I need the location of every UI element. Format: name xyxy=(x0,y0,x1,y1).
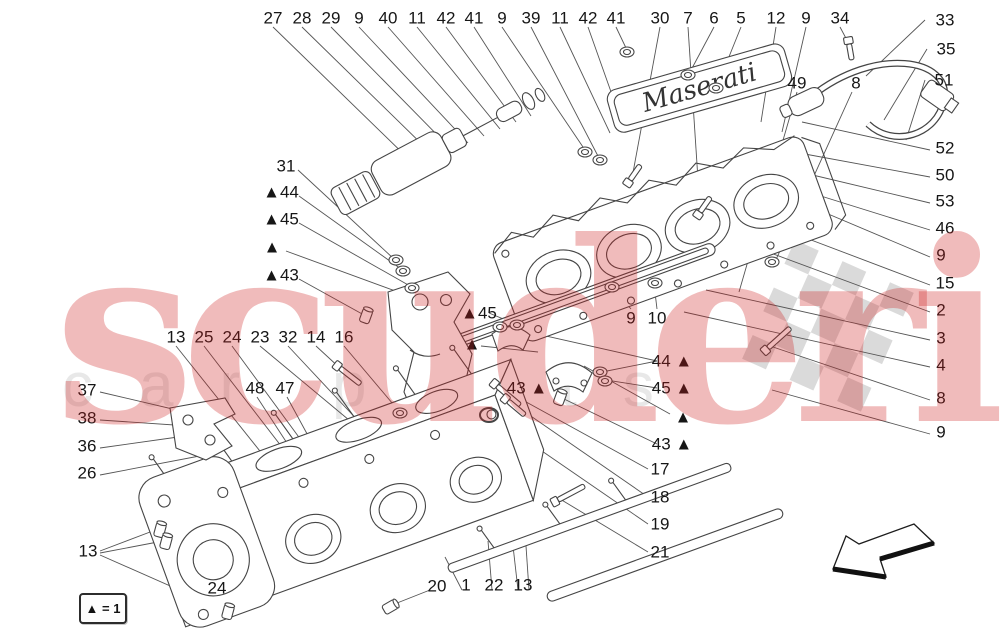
part-callout-51-18: 18 xyxy=(650,487,670,507)
part-callout-14-7: 7 xyxy=(683,8,693,28)
part-callout-42-: ▲ xyxy=(463,334,481,354)
part-callout-19-34: 34 xyxy=(830,8,850,28)
part-callout-24-50: 50 xyxy=(935,165,955,185)
part-callout-58-32: 32 xyxy=(278,327,298,347)
part-callout-48-: ▲ xyxy=(674,407,692,427)
part-callout-23-52: 52 xyxy=(935,138,955,158)
part-callout-26-46: 46 xyxy=(935,218,955,238)
part-callout-59-14: 14 xyxy=(306,327,326,347)
lower-gasket-drawing xyxy=(546,508,784,602)
part-callout-40-43: ▲43 xyxy=(263,265,299,285)
part-callout-27-9: 9 xyxy=(936,245,946,265)
part-callout-25-53: 53 xyxy=(935,191,955,211)
part-callout-68-24: 24 xyxy=(207,578,227,598)
part-callout-71-22: 22 xyxy=(484,575,504,595)
part-callout-10-11: 11 xyxy=(551,8,569,28)
checkered-flag-icon xyxy=(742,239,914,412)
part-callout-45-10: 10 xyxy=(647,308,667,328)
part-callout-12-41: 41 xyxy=(606,8,626,28)
part-callout-30-3: 3 xyxy=(936,328,946,348)
part-callout-41-45: ▲45 xyxy=(461,303,497,323)
part-callout-55-25: 25 xyxy=(194,327,214,347)
part-callout-67-13: 13 xyxy=(78,541,98,561)
part-callout-70-1: 1 xyxy=(461,575,471,595)
part-callout-21-35: 35 xyxy=(936,39,956,59)
part-callout-72-13: 13 xyxy=(513,575,533,595)
legend-box: ▲ = 1 xyxy=(79,593,127,624)
part-callout-18-9: 9 xyxy=(801,8,811,28)
part-callout-8-9: 9 xyxy=(497,8,507,28)
part-callout-36-31: 31 xyxy=(276,156,296,176)
direction-arrow-icon xyxy=(832,523,936,580)
part-callout-39-: ▲ xyxy=(263,237,281,257)
part-callout-6-42: 42 xyxy=(436,8,456,28)
o-ring-drawing xyxy=(479,407,499,423)
part-callout-28-15: 15 xyxy=(935,273,955,293)
part-callout-34-49: 49 xyxy=(787,73,807,93)
part-callout-61-37: 37 xyxy=(77,380,97,400)
part-callout-13-30: 30 xyxy=(650,8,670,28)
part-callout-66-47: 47 xyxy=(275,378,295,398)
camshaft-variator-drawing xyxy=(330,87,546,216)
part-callout-17-12: 12 xyxy=(766,8,786,28)
part-callout-35-8: 8 xyxy=(851,73,861,93)
part-callout-5-11: 11 xyxy=(408,8,426,28)
part-callout-53-21: 21 xyxy=(650,542,670,562)
left-bracket-drawing xyxy=(169,397,236,461)
part-callout-9-39: 39 xyxy=(521,8,541,28)
part-callout-50-17: 17 xyxy=(650,459,670,479)
valve-cover-drawing xyxy=(492,135,847,342)
part-callout-43-43: 43 ▲ xyxy=(506,378,548,398)
part-callout-0-27: 27 xyxy=(263,8,283,28)
part-callout-11-42: 42 xyxy=(578,8,598,28)
part-callout-16-5: 5 xyxy=(736,8,746,28)
part-callout-56-24: 24 xyxy=(222,327,242,347)
part-callout-20-33: 33 xyxy=(935,10,955,30)
part-callout-63-36: 36 xyxy=(77,436,97,456)
part-callout-32-8: 8 xyxy=(936,388,946,408)
part-callout-37-44: ▲44 xyxy=(263,182,299,202)
part-callout-4-40: 40 xyxy=(378,8,398,28)
part-callout-46-44: 44 ▲ xyxy=(651,351,693,371)
part-callout-62-38: 38 xyxy=(77,408,97,428)
legend-text: ▲ = 1 xyxy=(85,601,121,616)
camshaft-sensor-drawing xyxy=(779,86,825,118)
part-callout-29-2: 2 xyxy=(936,300,946,320)
part-callout-57-23: 23 xyxy=(250,327,270,347)
part-callout-31-4: 4 xyxy=(936,355,946,375)
cable-connector-drawing xyxy=(920,79,960,114)
part-callout-2-29: 29 xyxy=(321,8,341,28)
part-callout-69-20: 20 xyxy=(427,576,447,596)
cam-cap2-drawing xyxy=(545,362,593,393)
head-front-cover-drawing xyxy=(138,456,276,628)
part-callout-1-28: 28 xyxy=(292,8,312,28)
part-callout-52-19: 19 xyxy=(650,514,670,534)
part-callout-33-9: 9 xyxy=(936,422,946,442)
part-callout-3-9: 9 xyxy=(354,8,364,28)
part-callout-60-16: 16 xyxy=(334,327,354,347)
part-callout-47-45: 45 ▲ xyxy=(651,378,693,398)
part-callout-7-41: 41 xyxy=(464,8,484,28)
part-callout-64-26: 26 xyxy=(77,463,97,483)
hardware-parts xyxy=(153,36,855,621)
part-callout-65-48: 48 xyxy=(245,378,265,398)
part-callout-44-9: 9 xyxy=(626,308,636,328)
part-callout-38-45: ▲45 xyxy=(263,209,299,229)
part-callout-22-51: 51 xyxy=(934,70,954,90)
part-callout-54-13: 13 xyxy=(166,327,186,347)
part-callout-15-6: 6 xyxy=(709,8,719,28)
stud-rail-drawing xyxy=(447,462,732,573)
part-callout-49-43: 43 ▲ xyxy=(651,434,693,454)
